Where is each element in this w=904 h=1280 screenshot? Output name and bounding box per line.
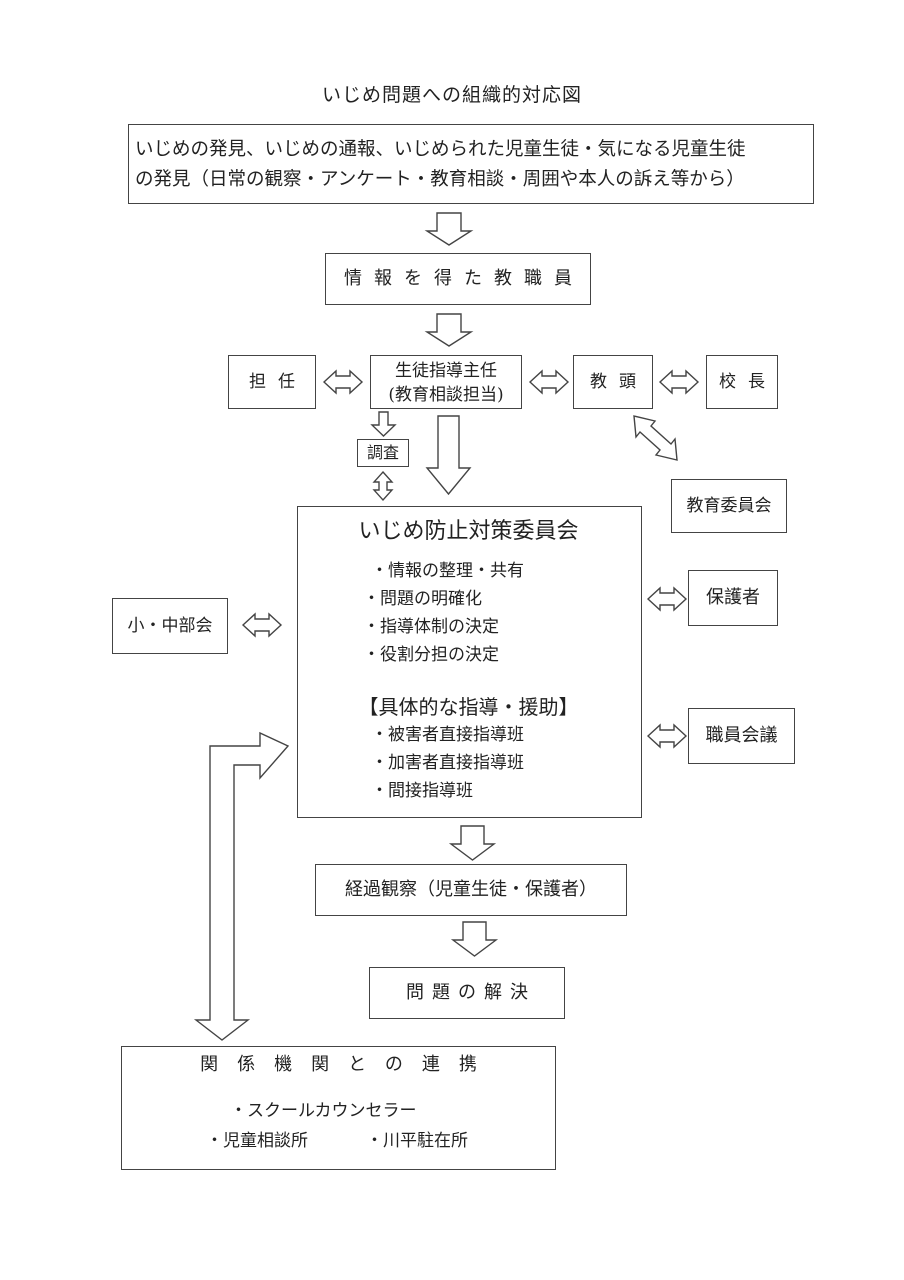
double-arrow-investigation-committee [372,470,394,502]
informant-box: 情報を得た教職員 [325,253,591,305]
investigation-box: 調査 [357,439,409,467]
vice-principal-box: 教頭 [573,355,653,409]
agencies-item-police-box: ・川平駐在所 [366,1131,468,1151]
discovery-line1: いじめの発見、いじめの通報、いじめられた児童生徒・気になる児童生徒 [135,139,746,160]
board-of-education-box: 教育委員会 [671,479,787,533]
down-arrow-1 [424,212,474,246]
guardians-box: 保護者 [688,570,778,626]
board-of-education-label: 教育委員会 [686,495,772,516]
guardians-label: 保護者 [706,587,760,608]
double-arrow-guidance-vice [528,369,570,395]
staff-meeting-box: 職員会議 [688,708,795,764]
resolution-label: 問題の解決 [406,982,536,1003]
guidance-head-box: 生徒指導主任 (教育相談担当) [370,355,522,409]
committee-title: いじめ防止対策委員会 [358,519,579,544]
double-arrow-vice-principal [658,369,700,395]
school-division-box: 小・中部会 [112,598,228,654]
down-arrow-2 [424,313,474,347]
investigation-label: 調査 [366,443,399,462]
homeroom-label: 担任 [249,371,307,392]
double-arrow-committee-staff [646,723,688,749]
committee-task-2: ・問題の明確化 [363,589,482,609]
observation-label: 経過観察（児童生徒・保護者） [345,879,597,900]
homeroom-box: 担任 [228,355,316,409]
down-arrow-resolution [450,921,499,957]
agencies-item-child-center: ・児童相談所 [206,1131,308,1151]
double-arrow-agencies-committee [193,731,290,1041]
committee-task-3: ・指導体制の決定 [363,617,499,637]
vice-principal-label: 教頭 [590,371,648,392]
principal-label: 校長 [719,371,777,392]
diagram-title: いじめ問題への組織的対応図 [321,84,582,106]
committee-task-4: ・役割分担の決定 [363,645,499,665]
discovery-line2: の発見（日常の観察・アンケート・教育相談・周囲や本人の訴え等から） [135,169,745,190]
informant-label: 情報を得た教職員 [344,268,584,289]
committee-support-heading: 【具体的な指導・援助】 [358,695,579,719]
committee-support-item-3: ・間接指導班 [371,781,473,801]
observation-box: 経過観察（児童生徒・保護者） [315,864,627,916]
guidance-head-line1: 生徒指導主任 [395,361,497,381]
agencies-heading: 関係機関との連携 [200,1054,496,1075]
school-division-label: 小・中部会 [127,615,213,636]
committee-support-item-2: ・加害者直接指導班 [371,753,524,773]
down-arrow-observation [448,825,497,861]
committee-task-1: ・情報の整理・共有 [371,561,524,581]
resolution-box: 問題の解決 [369,967,565,1019]
agencies-box: 関係機関との連携 ・スクールカウンセラー ・児童相談所 ・川平駐在所 [121,1046,556,1170]
discovery-box: いじめの発見、いじめの通報、いじめられた児童生徒・気になる児童生徒 の発見（日常… [128,124,814,204]
down-arrow-investigation [370,411,397,437]
committee-box: いじめ防止対策委員会 ・情報の整理・共有 ・問題の明確化 ・指導体制の決定 ・役… [297,506,642,818]
down-arrow-committee [425,415,472,496]
committee-support-item-1: ・被害者直接指導班 [371,725,524,745]
double-arrow-division-committee [241,612,283,638]
staff-meeting-label: 職員会議 [705,725,778,746]
principal-box: 校長 [706,355,778,409]
double-arrow-vice-board [633,415,678,461]
agencies-item-counselor: ・スクールカウンセラー [230,1101,417,1121]
double-arrow-committee-guardians [646,586,688,612]
guidance-head-line2: (教育相談担当) [388,385,504,405]
double-arrow-homeroom-guidance [322,369,364,395]
